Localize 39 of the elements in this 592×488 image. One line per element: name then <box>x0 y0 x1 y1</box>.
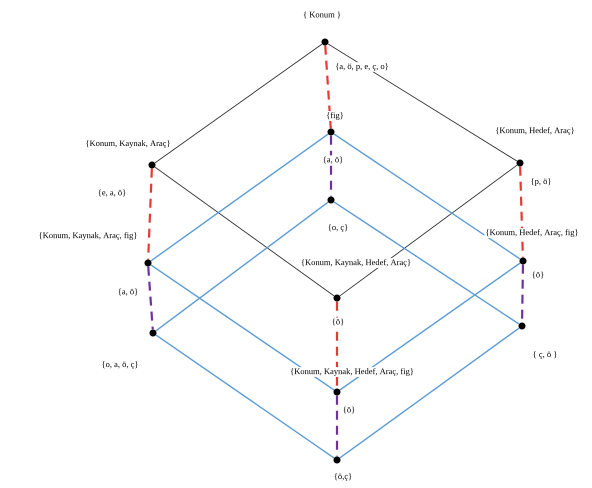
connector-line <box>340 328 520 458</box>
connector-line <box>340 164 518 296</box>
edge-label: {a, ö} <box>116 287 140 297</box>
connector-line <box>156 202 328 332</box>
set-label: {Konum, Kaynak, Hedef, Araç} <box>300 258 412 268</box>
set-label: {fig} <box>325 111 345 121</box>
edge-label: {ö} <box>342 405 356 415</box>
edge-label: {e, a, ö} <box>96 188 128 198</box>
set-label: {Konum, Hedef, Araç, fig} <box>484 228 580 238</box>
connector-line <box>336 396 338 456</box>
set-label: {o, ç} <box>326 223 350 233</box>
edge-label: {ö} <box>530 270 546 280</box>
connector-line <box>150 264 334 390</box>
connector-line <box>150 134 328 262</box>
connector-line <box>328 44 518 162</box>
edge-label: {a, ö} <box>322 155 344 165</box>
connector-line <box>147 168 153 260</box>
connector-line <box>156 334 334 458</box>
edge-label: {ö} <box>330 317 346 327</box>
connector-line <box>330 136 332 196</box>
connector-line <box>336 302 338 388</box>
set-label: {Konum, Kaynak, Araç, fig} <box>38 231 138 241</box>
set-label: {Konum, Kaynak, Araç} <box>84 139 172 149</box>
connector-line <box>154 44 322 164</box>
set-label: {Konum, Hedef, Araç} <box>494 126 576 136</box>
connector-line <box>324 46 332 128</box>
connector-line <box>334 201 520 325</box>
set-label: { Konum } <box>302 10 342 20</box>
connector-line <box>147 266 154 330</box>
connector-line <box>340 262 520 390</box>
connector-line <box>519 166 524 258</box>
connector-line <box>154 166 334 296</box>
connector-line <box>334 133 520 260</box>
set-label: {Konum, Kaynak, Hedef, Araç, fig} <box>289 367 415 377</box>
edge-label: {p, ö} <box>530 177 552 187</box>
edge-label: {a, ö, p, e, ç, o} <box>334 62 390 72</box>
set-label: {ö,ç} <box>332 472 354 482</box>
set-label: {o, a, ö, ç} <box>100 360 140 370</box>
set-label: { ç, ö } <box>532 350 558 360</box>
